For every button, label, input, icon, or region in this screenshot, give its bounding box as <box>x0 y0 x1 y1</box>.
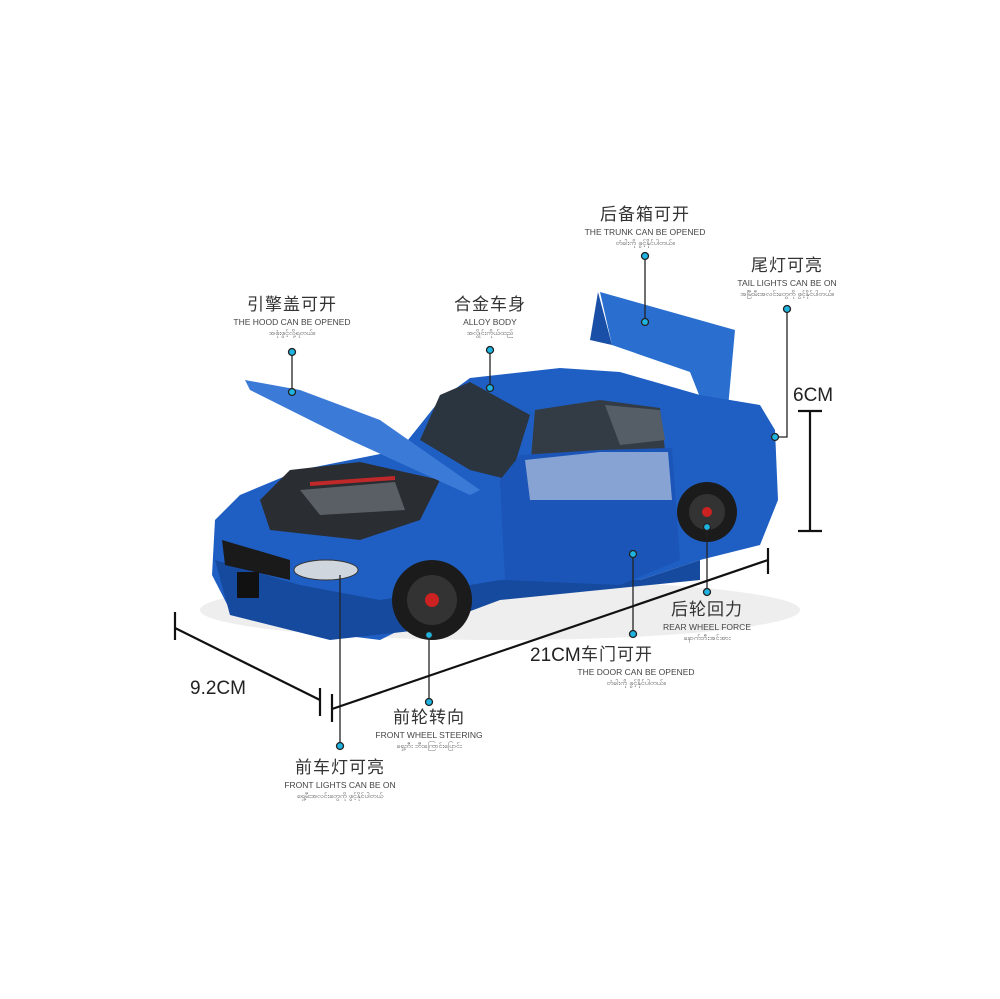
feature-burmese: အလွိုင်းကိုယ်ထည် <box>466 328 514 337</box>
feature-front-lights: 前车灯可亮 FRONT LIGHTS CAN BE ON ရှေ့မီးအလင်… <box>284 760 395 800</box>
feature-english: THE DOOR CAN BE OPENED <box>577 667 695 677</box>
feature-title: 前车灯可亮 <box>295 758 385 778</box>
feature-burmese: တံခါးကို ဖွင့်နိုင်ပါတယ်။ <box>606 678 666 687</box>
feature-hood: 引擎盖可开 THE HOOD CAN BE OPENED အဖုံးဖွင့်လ… <box>233 297 350 337</box>
width-dimension-label: 9.2CM <box>190 678 246 699</box>
feature-alloy-body: 合金车身 ALLOY BODY အလွိုင်းကိုယ်ထည် <box>454 297 526 337</box>
feature-english: FRONT WHEEL STEERING <box>375 730 483 740</box>
front-wheel <box>392 560 472 640</box>
feature-burmese: တံခါးကို ဖွင့်နိုင်ပါတယ်။ <box>615 238 675 247</box>
feature-door: 车门可开 THE DOOR CAN BE OPENED တံခါးကို ဖွင… <box>577 647 694 687</box>
feature-burmese: အဖုံးဖွင့်လို့ရတယ်။ <box>268 328 316 337</box>
rear-wheel <box>677 482 737 542</box>
feature-english: THE TRUNK CAN BE OPENED <box>584 227 706 237</box>
feature-burmese: ရှေ့မီးအလင်းတွေကို ဖွင့်နိုင်ပါတယ် <box>296 791 384 800</box>
car-model <box>212 292 778 640</box>
feature-burmese: နောက်ဘီးအင်အား <box>683 633 731 642</box>
feature-burmese: အမြီးမီးအလင်းတွေကို ဖွင့်နိုင်ပါတယ်။ <box>740 289 834 298</box>
feature-title: 引擎盖可开 <box>246 295 337 315</box>
feature-title: 合金车身 <box>454 295 526 315</box>
feature-english: FRONT LIGHTS CAN BE ON <box>284 780 396 790</box>
feature-title: 后备箱可开 <box>599 205 690 225</box>
feature-english: REAR WHEEL FORCE <box>662 622 752 632</box>
feature-rear-wheel: 后轮回力 REAR WHEEL FORCE နောက်ဘီးအင်အား <box>663 602 751 642</box>
feature-burmese: ရှေ့ဘီး ဘီးကြောင်းပြောင်း <box>396 741 462 750</box>
feature-trunk: 后备箱可开 THE TRUNK CAN BE OPENED တံခါးကို ဖ… <box>585 207 706 247</box>
length-dimension-line <box>330 548 770 722</box>
feature-title: 尾灯可亮 <box>751 256 823 276</box>
feature-english: TAIL LIGHTS CAN BE ON <box>737 278 837 288</box>
height-dimension-label: 6CM <box>793 385 834 406</box>
feature-tail-lights: 尾灯可亮 TAIL LIGHTS CAN BE ON အမြီးမီးအလင်း… <box>737 258 836 298</box>
height-dimension-line <box>798 409 822 533</box>
feature-english: ALLOY BODY <box>463 317 517 327</box>
width-dimension-line <box>173 612 322 716</box>
length-dimension-label: 21CM <box>530 645 581 666</box>
feature-front-wheel: 前轮转向 FRONT WHEEL STEERING ရှေ့ဘီး ဘီးကြေ… <box>375 710 482 750</box>
feature-title: 后轮回力 <box>670 600 743 620</box>
feature-english: THE HOOD CAN BE OPENED <box>233 317 351 327</box>
feature-title: 车门可开 <box>580 645 653 665</box>
feature-title: 前轮转向 <box>393 708 465 728</box>
callout-dots <box>287 251 792 751</box>
